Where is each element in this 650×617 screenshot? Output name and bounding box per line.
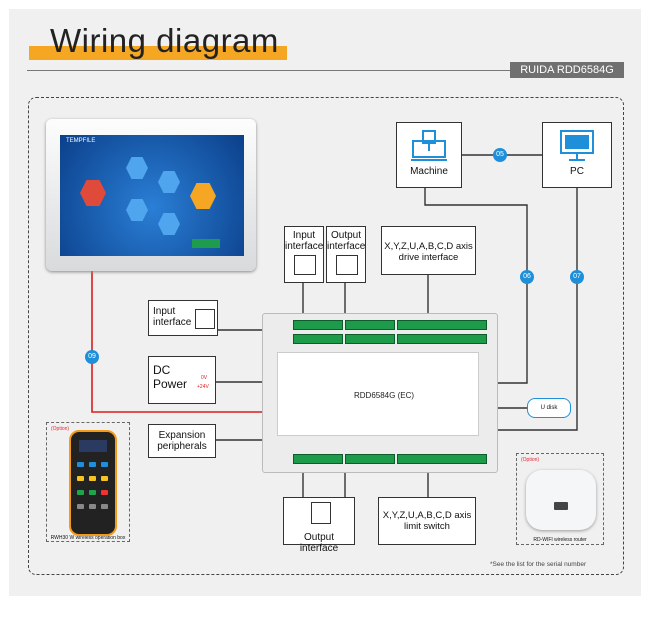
screen-title: TEMPFILE: [66, 138, 96, 144]
router-port: [554, 502, 568, 510]
key-icon: [101, 462, 108, 467]
input-interface-top-label: Input interface: [285, 230, 324, 252]
hex-icon: [158, 213, 180, 235]
key-icon: [101, 490, 108, 495]
key-icon: [77, 476, 84, 481]
controller-board: RDD6584G (EC): [262, 313, 498, 473]
expansion-label: Expansion peripherals: [157, 430, 207, 452]
router-icon: [526, 470, 596, 530]
axis-drive-label: X,Y,Z,U,A,B,C,D axis drive interface: [384, 241, 473, 263]
remote-display: [79, 440, 107, 452]
terminal-block: [345, 334, 395, 344]
machine-icon: [411, 130, 447, 161]
terminal-block: [345, 320, 395, 330]
option-label-left: (Option): [51, 426, 70, 432]
output-interface-top-label: Output interface: [327, 230, 366, 252]
connector-06: 06: [520, 270, 534, 284]
relay-icon: [336, 255, 358, 275]
key-icon: [89, 490, 96, 495]
output-interface-bottom: Output interface: [283, 497, 355, 554]
connector-05: 05: [493, 148, 507, 162]
terminal-block: [293, 320, 343, 330]
hex-icon: [80, 180, 106, 206]
machine-box: Machine: [396, 122, 462, 188]
axis-drive-box: X,Y,Z,U,A,B,C,D axis drive interface: [381, 226, 476, 275]
page-title: Wiring diagram: [50, 22, 279, 59]
pc-label: PC: [570, 166, 584, 177]
terminal-block: [397, 320, 487, 330]
hex-icon: [126, 157, 148, 179]
key-icon: [77, 462, 84, 467]
terminal-block: [397, 454, 487, 464]
key-icon: [89, 504, 96, 509]
terminal-block: [397, 334, 487, 344]
dc-power-box: DC Power 0V +24V: [148, 356, 216, 404]
diagram-frame: [28, 97, 624, 575]
display-screen: TEMPFILE: [60, 135, 244, 256]
output-interface-top: Output interface: [326, 226, 366, 283]
input-interface-top: Input interface: [284, 226, 324, 283]
model-rule: [27, 70, 624, 71]
remote-name: RWH30 W wireless operation box: [50, 535, 126, 541]
terminal-block: [293, 334, 343, 344]
hex-icon: [158, 171, 180, 193]
key-icon: [77, 504, 84, 509]
title-underline: [29, 46, 287, 60]
model-tag: RUIDA RDD6584G: [510, 62, 624, 78]
power-0v-label: 0V: [201, 375, 208, 381]
touch-panel-display: TEMPFILE: [46, 119, 256, 271]
board-pcb: RDD6584G (EC): [277, 352, 479, 436]
remote-icon: [69, 430, 117, 536]
terminal-block: [345, 454, 395, 464]
screen-button: [192, 239, 220, 248]
terminal-block: [293, 454, 343, 464]
machine-label: Machine: [410, 166, 448, 177]
key-icon: [89, 476, 96, 481]
axis-limit-box: X,Y,Z,U,A,B,C,D axis limit switch: [378, 497, 476, 545]
hex-icon: [190, 183, 216, 209]
option-label-right: (Option): [521, 457, 540, 463]
footnote: *See the list for the serial number: [490, 561, 587, 568]
input-interface-left: Input interface: [148, 300, 218, 336]
power-24v-label: +24V: [197, 384, 209, 390]
key-icon: [89, 462, 96, 467]
pc-box: PC: [542, 122, 612, 188]
switch-icon: [294, 255, 316, 275]
udisk-label: U disk: [540, 405, 558, 411]
hex-icon: [126, 199, 148, 221]
key-icon: [101, 504, 108, 509]
pc-icon: [560, 130, 594, 161]
router-name: RD-WIFI wireless router: [533, 537, 587, 543]
output-interface-bottom-label: Output interface: [299, 532, 339, 554]
key-icon: [77, 490, 84, 495]
expansion-box: Expansion peripherals: [148, 424, 216, 458]
input-interface-left-label: Input interface: [153, 306, 192, 328]
dc-power-label: DC Power: [153, 363, 188, 391]
relay-icon: [311, 502, 331, 524]
connector-07: 07: [570, 270, 584, 284]
connector-09: 09: [85, 350, 99, 364]
switch-icon: [195, 309, 215, 329]
axis-limit-label: X,Y,Z,U,A,B,C,D axis limit switch: [382, 510, 472, 532]
key-icon: [101, 476, 108, 481]
board-model-label: RDD6584G (EC): [354, 391, 415, 400]
udisk-box: U disk: [527, 398, 571, 418]
